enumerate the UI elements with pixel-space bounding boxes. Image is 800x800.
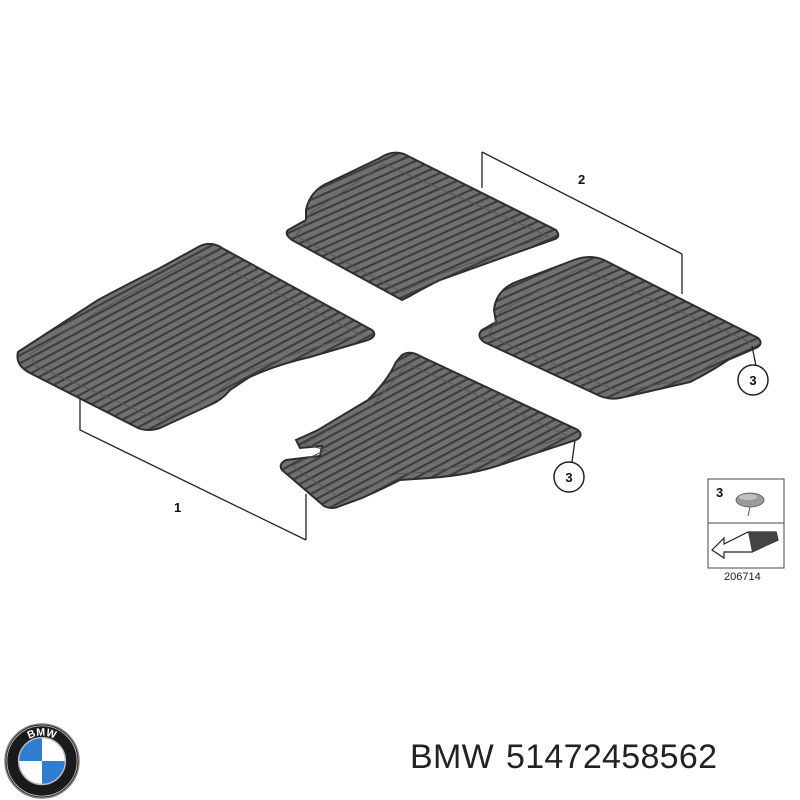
bmw-logo-letters: BMW (26, 726, 59, 741)
bmw-logo: BMW (4, 723, 80, 799)
leader-lines-rear (481, 151, 683, 294)
floor-mat-rear-left (285, 151, 560, 302)
reference-number: 206714 (724, 571, 761, 583)
floor-mat-front-right (279, 351, 582, 509)
mat-arrow-icon (711, 531, 779, 560)
floor-mat-front-left (16, 242, 376, 431)
callout-2-label: 2 (578, 172, 585, 187)
part-caption: BMW 51472458562 (410, 738, 717, 777)
legend-box: 3 (707, 478, 785, 569)
callout-3-front-marker: 3 (553, 439, 585, 493)
part-number: 51472458562 (506, 738, 718, 776)
callout-3-front-label: 3 (565, 470, 572, 485)
legend-item-number: 3 (716, 485, 723, 500)
brand-name: BMW (410, 738, 494, 776)
floor-mat-rear-right (478, 256, 762, 400)
callout-3-rear-marker: 3 (737, 345, 769, 396)
callout-3-rear-label: 3 (749, 373, 756, 388)
leader-lines-front (79, 398, 307, 541)
callout-1-label: 1 (174, 500, 181, 515)
clip-fastener-icon (735, 492, 765, 517)
